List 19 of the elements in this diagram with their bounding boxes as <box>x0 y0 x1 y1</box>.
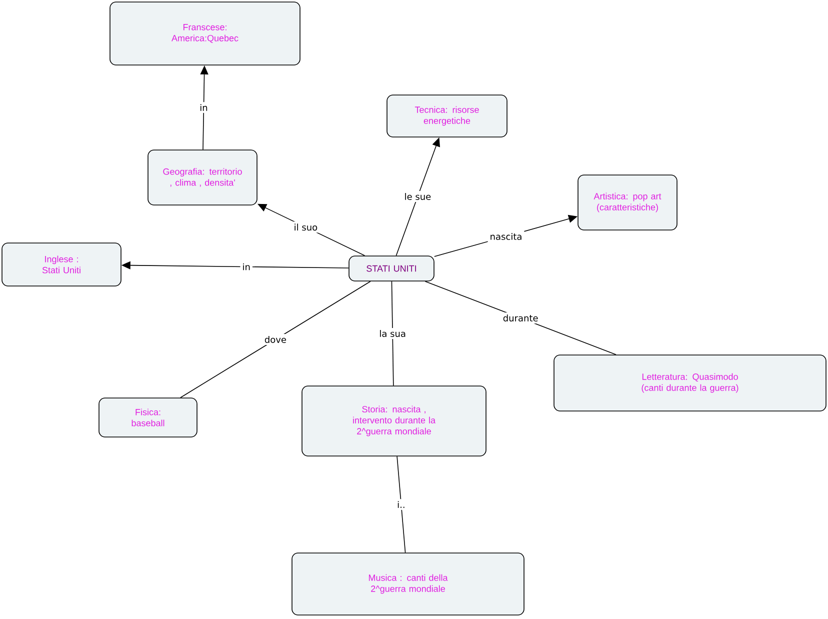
edge-label: in <box>240 261 252 272</box>
concept-box: Storia: nascita , intervento durante la 2^guerra mondiale <box>302 386 486 456</box>
concept-box: Tecnica: risorse energetiche <box>386 94 508 138</box>
concept-box: Geografia: territorio , clima , densita' <box>148 150 258 206</box>
edge-label: in <box>198 102 210 113</box>
concept-box: Artistica: pop art (caratteristiche) <box>578 174 678 230</box>
concept-box: Fisica: baseball <box>98 398 198 438</box>
edge-label: la sua <box>377 328 408 339</box>
edge-label: i.. <box>395 499 408 510</box>
concept-box: Musica : canti della 2^guerra mondiale <box>292 552 524 616</box>
concept-box: Letteratura: Quasimodo (canti durante la guerra) <box>554 354 826 412</box>
concept-box: STATI UNITI <box>348 256 434 282</box>
edge-label: durante <box>500 312 540 324</box>
concept-box: Inglese : Stati Uniti <box>2 242 122 286</box>
edge-label: il suo <box>292 222 320 233</box>
concept-box: Franscese: America:Quebec <box>110 2 300 66</box>
edge-label: dove <box>262 334 288 345</box>
edge-label: nascita <box>488 230 524 242</box>
edge-label: le sue <box>402 191 434 202</box>
